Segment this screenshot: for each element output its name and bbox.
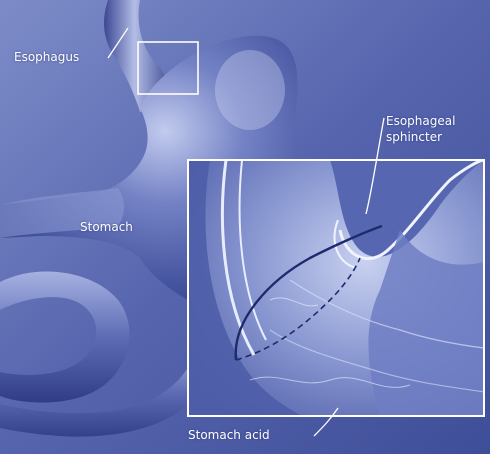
label-sphincter-line2: sphincter xyxy=(386,129,455,145)
label-stomach-acid: Stomach acid xyxy=(188,428,270,442)
label-esophagus: Esophagus xyxy=(14,50,79,64)
label-esophageal-sphincter: Esophageal sphincter xyxy=(386,113,455,145)
inset-panel xyxy=(188,160,484,430)
stomach-highlight xyxy=(215,50,285,130)
label-stomach: Stomach xyxy=(80,220,133,234)
label-sphincter-line1: Esophageal xyxy=(386,113,455,129)
